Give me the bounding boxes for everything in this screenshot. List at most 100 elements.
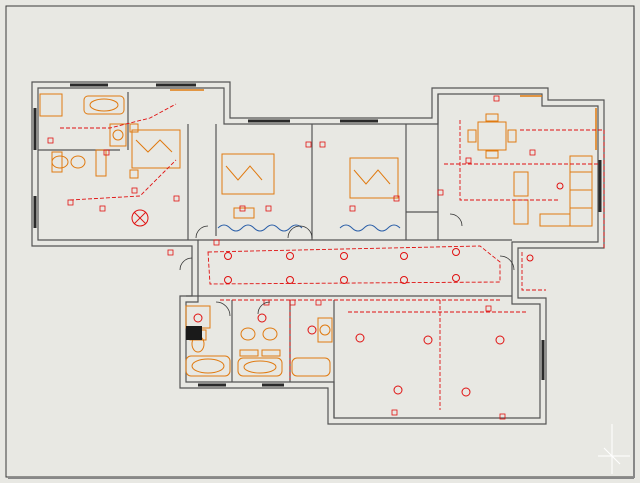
bath1-basin <box>112 129 124 141</box>
bath2-tub-inner <box>191 358 225 374</box>
socket-9 <box>319 141 326 148</box>
light-bath4 <box>307 325 317 335</box>
bed3-cover <box>353 169 391 185</box>
light-corridor-4 <box>400 252 408 260</box>
doors <box>179 213 515 317</box>
socket-8 <box>305 141 312 148</box>
socket-24 <box>167 249 174 256</box>
socket-7 <box>265 205 272 212</box>
bed2 <box>221 153 275 195</box>
windows <box>33 83 602 387</box>
socket-3 <box>67 199 74 206</box>
socket-11 <box>393 195 400 202</box>
light-corridor-1 <box>224 252 232 260</box>
circuit-br1 <box>60 103 177 201</box>
socket-14 <box>529 149 536 156</box>
socket-17 <box>289 299 296 306</box>
light-bath3 <box>257 313 267 323</box>
bath1-tub-inner <box>89 98 119 112</box>
light-kitchen-2 <box>526 254 534 262</box>
socket-2 <box>103 149 110 156</box>
light-corridor-3 <box>340 252 348 260</box>
light-br1-cross <box>133 211 147 225</box>
kitchen-island <box>539 213 571 227</box>
light-hall-2 <box>423 335 433 345</box>
door-4 <box>449 213 463 227</box>
bed1-nightstand-r <box>129 169 139 179</box>
socket-12 <box>437 189 444 196</box>
light-hall-5 <box>461 387 471 397</box>
socket-10 <box>349 205 356 212</box>
socket-22 <box>263 299 270 306</box>
dining-chair-s <box>485 150 499 159</box>
socket-20 <box>391 409 398 416</box>
bath1-wc <box>51 155 69 169</box>
bath1-vanity <box>109 123 127 147</box>
bath3-basin-2 <box>262 327 278 341</box>
bath4-basin <box>319 324 331 336</box>
wave-br2 <box>217 224 303 232</box>
dining-table <box>477 121 507 151</box>
windows-orange <box>170 89 597 150</box>
bath2-tub <box>185 355 231 377</box>
socket-15 <box>493 95 500 102</box>
electrical-circuits <box>60 103 605 410</box>
light-corridor-9 <box>400 276 408 284</box>
bath3-vanity-2 <box>261 349 281 357</box>
bath1-bidet <box>70 155 86 169</box>
socket-1 <box>47 137 54 144</box>
bath4-tub <box>291 357 331 377</box>
sockets <box>47 95 536 420</box>
bath3-vanity-1 <box>239 349 259 357</box>
socket-6 <box>173 195 180 202</box>
dining-chair-n <box>485 113 499 122</box>
socket-23 <box>213 239 220 246</box>
socket-16 <box>239 205 246 212</box>
light-corridor-7 <box>286 276 294 284</box>
light-corridor-10 <box>452 274 460 282</box>
bed1-cover <box>135 139 173 153</box>
dining-chair-w <box>467 129 477 143</box>
light-kitchen-1 <box>556 182 564 190</box>
socket-13 <box>465 157 472 164</box>
door-7 <box>257 301 271 315</box>
bath3-tub <box>237 357 283 377</box>
light-br1 <box>131 209 149 227</box>
bath2-wc-black <box>186 326 202 340</box>
circuit-bottom <box>220 299 500 410</box>
socket-21 <box>499 413 506 420</box>
door-8 <box>179 257 193 271</box>
light-corridor-6 <box>224 276 232 284</box>
bed1-nightstand-l <box>129 123 139 133</box>
bath1-bathtub <box>83 95 125 115</box>
bed3 <box>349 157 399 199</box>
light-hall-3 <box>495 335 505 345</box>
light-corridor-5 <box>452 248 460 256</box>
light-hall-1 <box>355 333 365 343</box>
socket-19 <box>485 305 492 312</box>
kitchen-counter <box>569 155 593 227</box>
bath4-vanity <box>317 317 333 343</box>
door-2 <box>287 225 301 239</box>
fridge <box>513 171 529 197</box>
socket-4 <box>99 205 106 212</box>
light-corridor-2 <box>286 252 294 260</box>
circuit-entry <box>521 252 546 291</box>
bath3-basin-1 <box>240 327 256 341</box>
dining-chair-e <box>507 129 517 143</box>
bath3-tub-inner <box>243 360 277 374</box>
bed2-cover <box>225 165 263 181</box>
furniture <box>39 93 593 377</box>
plumbing-waves <box>217 224 401 232</box>
bath1-cabinet <box>95 149 107 177</box>
door-5 <box>499 255 515 271</box>
light-hall-4 <box>393 385 403 395</box>
socket-5 <box>131 187 138 194</box>
door-3 <box>299 225 313 239</box>
bath1-shower-tray <box>39 93 63 117</box>
circuit-corridor <box>207 245 501 285</box>
light-bath2 <box>193 313 203 323</box>
bed1 <box>131 129 181 169</box>
